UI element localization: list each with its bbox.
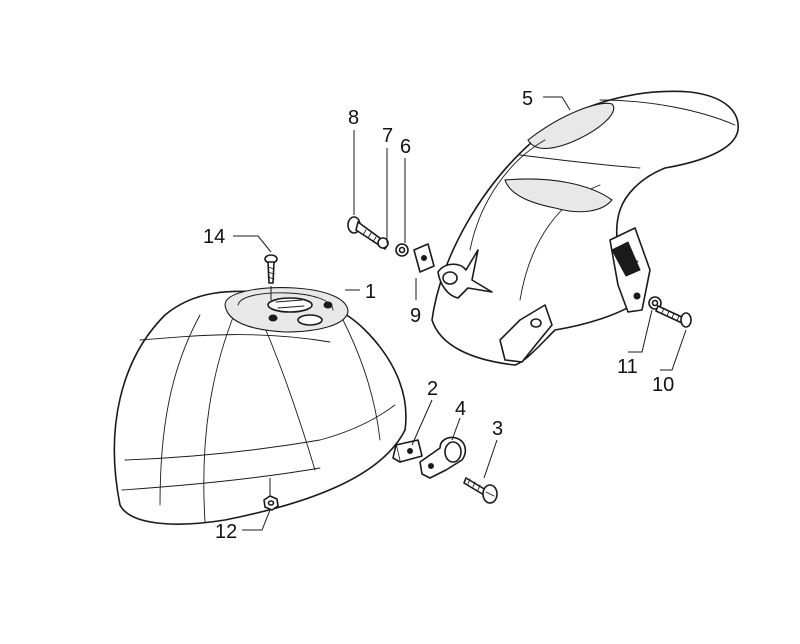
callout-4: 4	[455, 398, 466, 420]
front-fender	[113, 287, 407, 525]
callout-11: 11	[617, 356, 638, 378]
callout-7: 7	[382, 125, 393, 147]
clamp-screw	[463, 477, 498, 504]
mounting-bracket	[437, 249, 493, 299]
callout-14: 14	[203, 226, 225, 248]
top-screw	[264, 254, 278, 284]
lower-clip-nut	[392, 439, 423, 463]
callout-2: 2	[427, 378, 438, 400]
callout-labels: 1 2 3 4 5 6 7 8 9 10 11 12 14	[203, 88, 674, 543]
callout-5: 5	[522, 88, 533, 110]
side-screw	[655, 305, 692, 328]
washer	[395, 243, 409, 257]
callout-3: 3	[492, 418, 503, 440]
callout-1: 1	[365, 281, 376, 303]
callout-6: 6	[400, 136, 411, 158]
clip-nut	[413, 243, 435, 273]
bottom-nut	[263, 495, 279, 511]
callout-9: 9	[410, 305, 421, 327]
callout-12: 12	[215, 521, 237, 543]
callout-8: 8	[348, 107, 359, 129]
rear-mudguard	[431, 90, 739, 366]
side-washer	[648, 296, 662, 310]
leader-lines	[233, 96, 687, 531]
screw	[347, 216, 389, 250]
callout-10: 10	[652, 374, 674, 396]
pipe-clamp	[419, 436, 467, 479]
